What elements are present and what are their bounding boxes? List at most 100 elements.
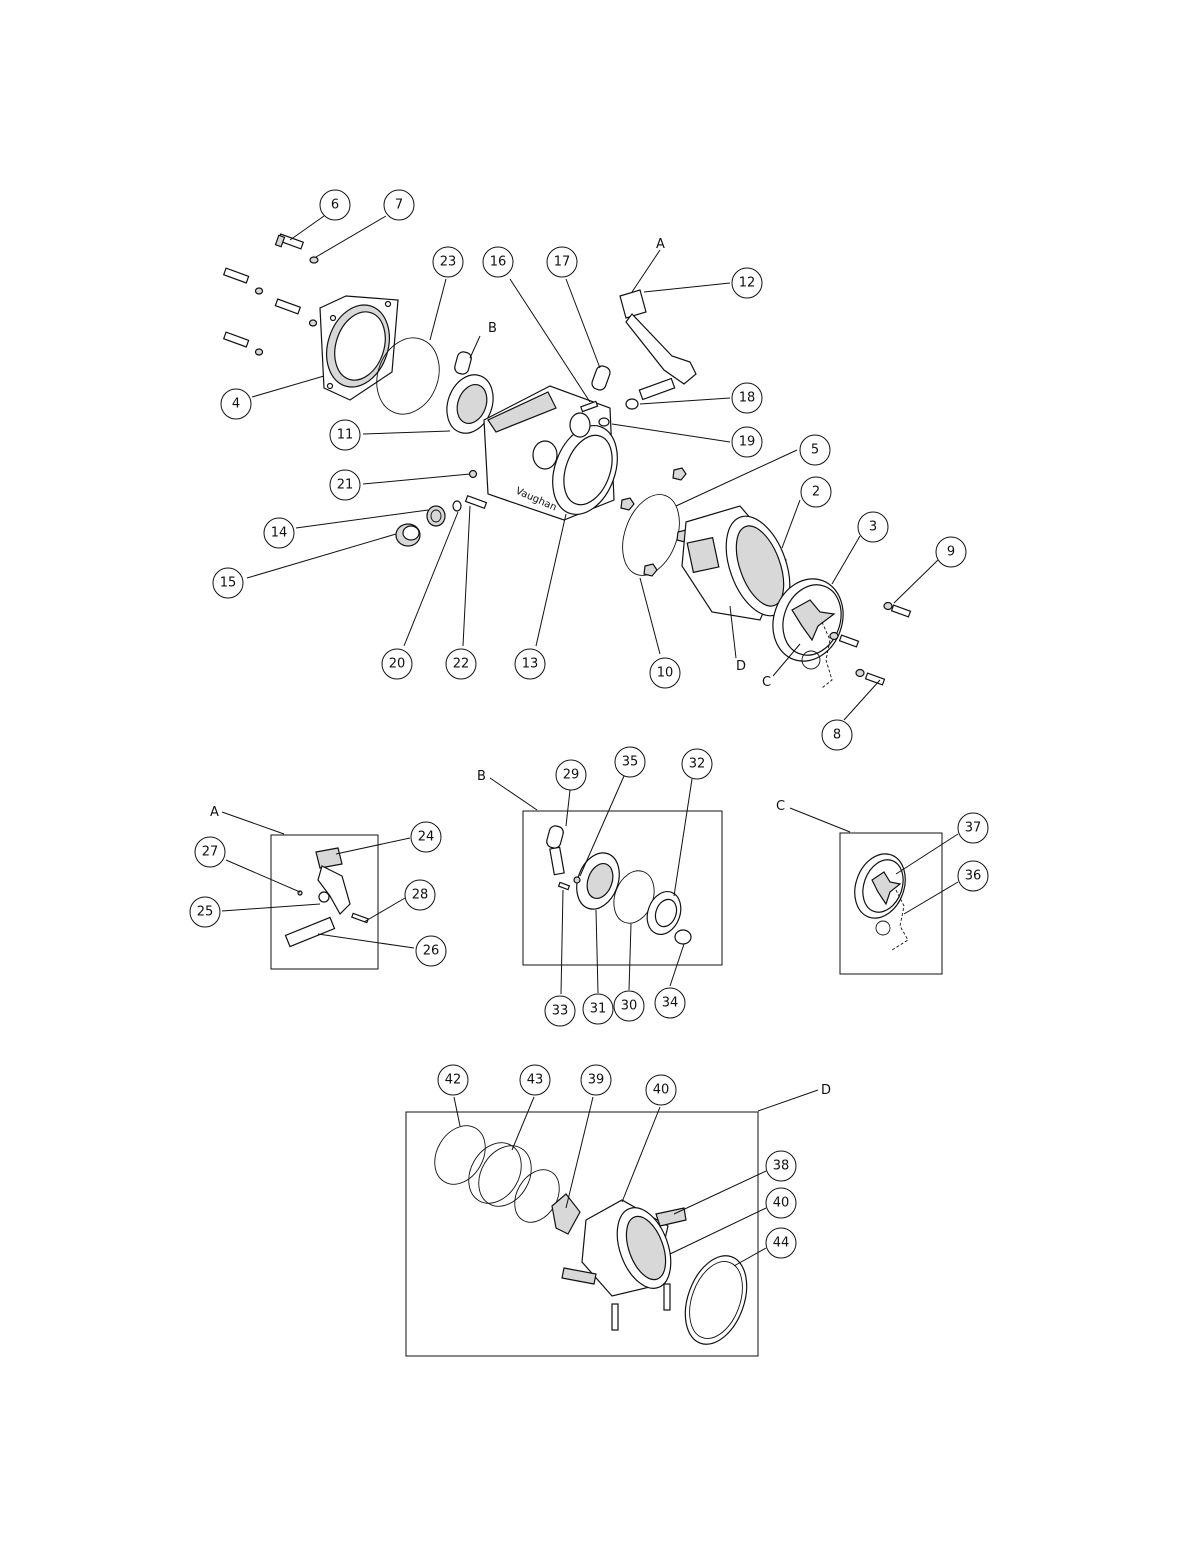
balloon-11: 11 (329, 419, 361, 451)
balloon-20: 20 (381, 648, 413, 680)
detail-a: A 24 27 25 28 26 (189, 805, 447, 970)
balloon-40-top: 40 (645, 1074, 677, 1106)
balloon-16: 16 (482, 246, 514, 278)
balloon-5: 5 (799, 434, 831, 466)
detail-a-label: A (210, 805, 219, 820)
svg-text:3: 3 (869, 520, 877, 535)
detail-b-frame (522, 810, 723, 966)
balloon-39: 39 (580, 1064, 612, 1096)
svg-text:16: 16 (490, 255, 507, 270)
part-17-handle-lug (591, 365, 611, 391)
svg-text:18: 18 (739, 391, 756, 406)
svg-text:30: 30 (621, 999, 638, 1014)
balloon-7: 7 (383, 189, 415, 221)
svg-text:42: 42 (445, 1073, 462, 1088)
part-11-disc (446, 351, 494, 434)
detail-a-frame (270, 834, 379, 970)
part-13-valve-body: Vaughan (483, 385, 618, 521)
balloon-3: 3 (857, 511, 889, 543)
detail-c-frame (839, 832, 943, 975)
balloon-25: 25 (189, 896, 221, 928)
detail-c-label: C (776, 799, 785, 814)
detail-c: C 37 36 (776, 799, 989, 975)
detail-ref-c: C (762, 675, 771, 690)
part-21-nut (468, 469, 478, 479)
svg-text:22: 22 (453, 657, 470, 672)
svg-text:21: 21 (337, 478, 354, 493)
svg-text:32: 32 (689, 757, 706, 772)
svg-text:38: 38 (773, 1159, 790, 1174)
detail-a-handle (284, 847, 369, 948)
svg-text:36: 36 (965, 869, 982, 884)
svg-text:33: 33 (552, 1004, 569, 1019)
balloon-32: 32 (681, 748, 713, 780)
balloon-19: 19 (731, 426, 763, 458)
part-18-shaft (625, 377, 676, 410)
svg-text:13: 13 (522, 657, 539, 672)
balloon-15: 15 (212, 567, 244, 599)
svg-text:40: 40 (653, 1083, 670, 1098)
balloon-24: 24 (410, 821, 442, 853)
part-2-coupler (681, 505, 791, 621)
balloon-42: 42 (437, 1064, 469, 1096)
part-8-screws (829, 631, 886, 686)
part-16-pin (580, 400, 599, 413)
main-leaders (246, 215, 939, 721)
detail-d-parts (434, 1125, 748, 1345)
svg-text:26: 26 (423, 944, 440, 959)
balloon-17: 17 (546, 246, 578, 278)
detail-d: D 42 43 39 40 38 40 (405, 1064, 831, 1357)
part-3-dust-cap (772, 578, 844, 689)
part-23-oring (376, 337, 440, 415)
svg-text:35: 35 (622, 755, 639, 770)
svg-text:31: 31 (590, 1002, 607, 1017)
balloon-22: 22 (445, 648, 477, 680)
flange-bolts (222, 267, 318, 356)
svg-text:20: 20 (389, 657, 406, 672)
svg-text:28: 28 (412, 888, 429, 903)
balloon-37: 37 (957, 812, 989, 844)
balloon-13: 13 (514, 648, 546, 680)
svg-text:8: 8 (833, 728, 841, 743)
balloon-2: 2 (800, 476, 832, 508)
svg-text:14: 14 (271, 526, 288, 541)
balloon-29: 29 (555, 759, 587, 791)
detail-ref-d: D (736, 659, 746, 674)
svg-text:39: 39 (588, 1073, 605, 1088)
balloon-43: 43 (519, 1064, 551, 1096)
balloon-33: 33 (544, 995, 576, 1027)
svg-text:6: 6 (331, 198, 339, 213)
balloon-23: 23 (432, 246, 464, 278)
svg-text:7: 7 (395, 198, 403, 213)
svg-text:24: 24 (418, 830, 435, 845)
detail-ref-b: B (488, 321, 497, 336)
part-12-handle (619, 289, 697, 385)
part-4-flange (319, 295, 399, 401)
balloon-35: 35 (614, 746, 646, 778)
part-15-plug (395, 523, 421, 547)
svg-text:10: 10 (657, 666, 674, 681)
svg-text:43: 43 (527, 1073, 544, 1088)
part-9-screw (883, 601, 912, 618)
svg-text:29: 29 (563, 768, 580, 783)
svg-text:15: 15 (220, 576, 237, 591)
svg-text:4: 4 (232, 397, 240, 412)
balloon-28: 28 (404, 879, 436, 911)
part-5-oring (622, 494, 680, 576)
svg-text:11: 11 (337, 428, 354, 443)
detail-b-parts (546, 825, 692, 945)
detail-b: B 29 35 32 33 31 30 34 (477, 746, 723, 1027)
part-7-washer (309, 256, 319, 264)
svg-text:12: 12 (739, 276, 756, 291)
balloon-31: 31 (582, 993, 614, 1025)
svg-text:37: 37 (965, 821, 982, 836)
detail-b-label: B (477, 769, 486, 784)
balloon-21: 21 (329, 469, 361, 501)
balloon-26: 26 (415, 935, 447, 967)
part-22-screw (464, 494, 488, 510)
detail-d-frame (405, 1111, 759, 1357)
balloon-30: 30 (613, 990, 645, 1022)
balloon-38: 38 (765, 1150, 797, 1182)
balloon-4: 4 (220, 388, 252, 420)
